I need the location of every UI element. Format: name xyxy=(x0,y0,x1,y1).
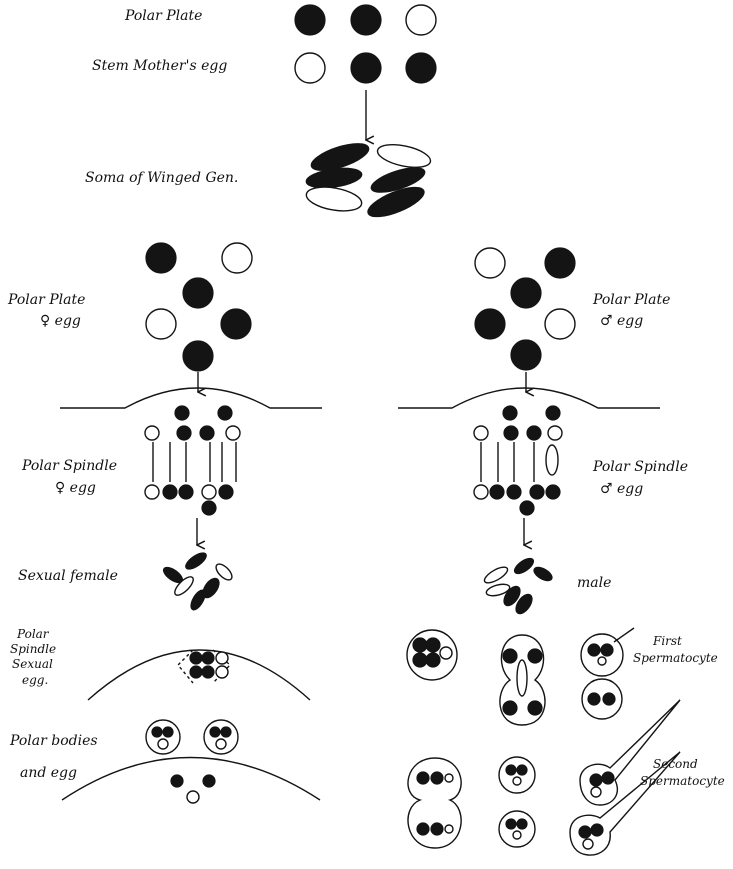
spermatocyte-dividing-2 xyxy=(408,758,461,848)
sexual-egg-spindle xyxy=(178,650,230,683)
label-first-spermatocyte-2: Spermatocyte xyxy=(633,652,718,666)
label-stem-mothers-egg: Stem Mother's egg xyxy=(92,58,227,74)
female-egg-surface xyxy=(60,388,322,408)
label-polar-spindle-sexual-1: Polar xyxy=(17,628,49,642)
spermatocyte-c xyxy=(499,811,535,847)
first-spermatocyte-pointer xyxy=(614,628,634,642)
label-sexual-female: Sexual female xyxy=(18,568,118,584)
spermatocyte-dividing xyxy=(500,635,545,725)
label-second-spermatocyte-1: Second xyxy=(653,758,698,772)
polar-body-2 xyxy=(204,720,238,754)
label-polar-spindle-male-egg: ♂ egg xyxy=(600,481,643,497)
label-polar-spindle-male: Polar Spindle xyxy=(593,459,688,475)
label-polar-spindle-sexual-4: egg. xyxy=(22,674,48,688)
label-polar-plate-male-egg: ♂ egg xyxy=(600,313,643,329)
label-first-spermatocyte-1: First xyxy=(653,635,682,649)
label-polar-plate-top: Polar Plate xyxy=(125,8,202,24)
spermatocyte-b xyxy=(499,757,535,793)
label-polar-spindle-sexual-2: Spindle xyxy=(10,643,56,657)
label-and-egg: and egg xyxy=(20,765,77,781)
label-polar-plate-male: Polar Plate xyxy=(593,292,670,308)
label-polar-plate-female: Polar Plate xyxy=(8,292,85,308)
male-chromosomes xyxy=(482,556,554,617)
label-polar-spindle-female: Polar Spindle xyxy=(22,458,117,474)
label-soma-winged-gen: Soma of Winged Gen. xyxy=(85,170,238,186)
label-male: male xyxy=(577,575,611,591)
polar-body-1 xyxy=(146,720,180,754)
soma-winged-gen-chromosomes xyxy=(305,138,433,222)
first-spermatocyte xyxy=(581,634,623,719)
top-polar-plate xyxy=(295,5,436,35)
egg-chromosomes xyxy=(171,775,215,803)
spermatocyte-a xyxy=(407,630,457,680)
stem-mothers-egg-chromosomes xyxy=(295,53,436,83)
label-polar-bodies: Polar bodies xyxy=(10,733,98,749)
label-polar-spindle-sexual-3: Sexual xyxy=(12,658,53,672)
female-polar-plate xyxy=(146,243,252,371)
label-second-spermatocyte-2: Spermatocyte xyxy=(640,775,725,789)
male-polar-spindle xyxy=(474,406,562,515)
male-egg-surface xyxy=(398,388,660,408)
label-polar-plate-female-egg: ♀ egg xyxy=(40,313,81,329)
male-polar-plate xyxy=(475,248,575,370)
label-polar-spindle-female-egg: ♀ egg xyxy=(55,480,96,496)
female-polar-spindle xyxy=(145,406,240,515)
sexual-female-chromosomes xyxy=(161,550,234,612)
